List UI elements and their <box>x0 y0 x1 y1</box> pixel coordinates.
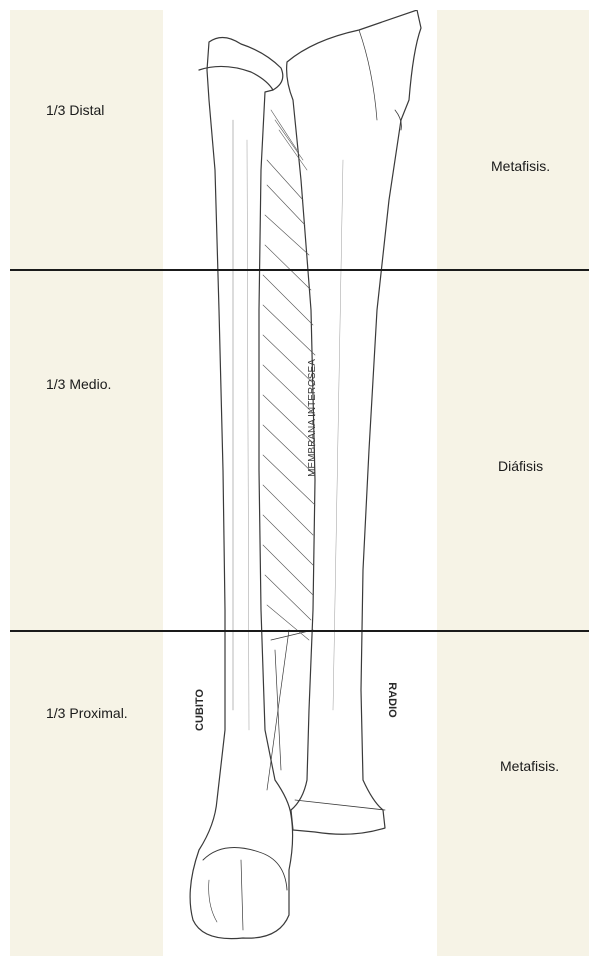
membrane-label: MEMBRANA INTEROSEA <box>307 359 318 477</box>
region-medio-label: Diáfisis <box>498 458 543 474</box>
left-label-panel <box>10 10 163 956</box>
forearm-bones-drawing: CUBITO RADIO MEMBRANA INTEROSEA <box>163 10 437 956</box>
ulna-outline <box>190 37 293 938</box>
forearm-bones-illustration: CUBITO RADIO MEMBRANA INTEROSEA <box>163 10 437 956</box>
zone-distal-label: 1/3 Distal <box>46 102 104 118</box>
region-distal-label: Metafisis. <box>491 158 550 174</box>
divider-distal-medio <box>10 269 589 271</box>
right-label-panel <box>437 10 589 956</box>
radius-label: RADIO <box>386 682 398 718</box>
region-proximal-label: Metafisis. <box>500 758 559 774</box>
zone-medio-label: 1/3 Medio. <box>46 376 111 392</box>
divider-medio-proximal <box>10 630 589 632</box>
ulna-label: CUBITO <box>194 689 206 731</box>
zone-proximal-label: 1/3 Proximal. <box>46 705 128 721</box>
